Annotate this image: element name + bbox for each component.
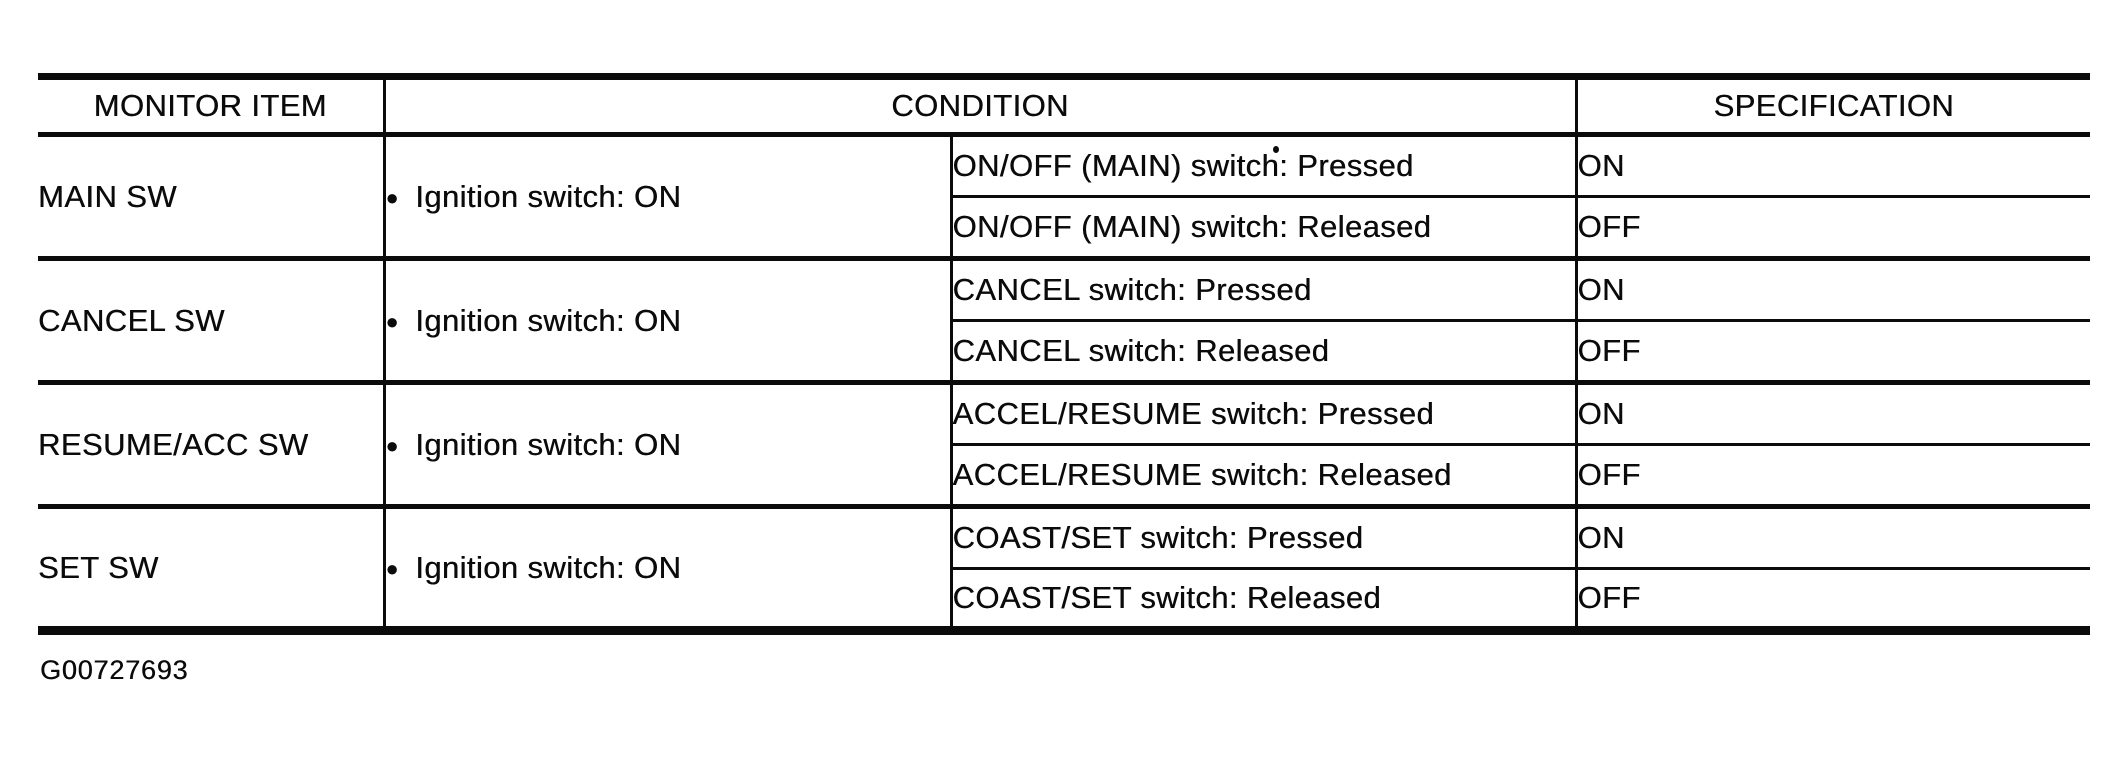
monitor-item-set-sw: SET SW (38, 504, 386, 631)
figure-id-label: G00727693 (40, 655, 189, 685)
table-header-row: MONITOR ITEM CONDITION SPECIFICATION (38, 76, 2091, 137)
condition-common-text: Ignition switch: ON (415, 426, 682, 462)
bullet-icon: ● (385, 308, 400, 334)
condition-common-main-sw: ● Ignition switch: ON (384, 132, 953, 259)
condition-accel-resume-released: ACCEL/RESUME switch: Released (951, 443, 1578, 507)
condition-common-text: Ignition switch: ON (415, 549, 682, 585)
header-specification: SPECIFICATION (1576, 76, 2091, 137)
table-row: MAIN SW ● Ignition switch: ON ON/OFF (MAI… (38, 132, 2091, 259)
condition-main-pressed: ON/OFF (MAIN) switch: Pressed (951, 132, 1578, 197)
spec-coast-set-pressed: ON (1576, 504, 2091, 569)
table-row: CANCEL switch: Released OFF (38, 319, 2091, 383)
table-row: COAST/SET switch: Released OFF (38, 567, 2091, 631)
monitor-specification-table: MONITOR ITEM CONDITION SPECIFICATION MAI… (38, 73, 2091, 635)
spec-main-pressed: ON (1576, 132, 2091, 197)
table-row: RESUME/ACC SW ● Ignition switch: ON ACCEL… (38, 380, 2091, 507)
scan-speck-artifact (1273, 146, 1279, 153)
bullet-icon: ● (385, 432, 400, 458)
bullet-icon: ● (385, 184, 400, 210)
monitor-item-cancel-sw: CANCEL SW (38, 256, 386, 383)
condition-common-text: Ignition switch: ON (415, 178, 682, 214)
spec-cancel-pressed: ON (1576, 256, 2091, 321)
condition-accel-resume-pressed: ACCEL/RESUME switch: Pressed (951, 380, 1578, 445)
condition-common-resume-acc-sw: ● Ignition switch: ON (384, 380, 953, 507)
spec-accel-resume-released: OFF (1576, 443, 2091, 507)
condition-common-cancel-sw: ● Ignition switch: ON (384, 256, 953, 383)
header-condition: CONDITION (384, 76, 1578, 137)
table-row: ACCEL/RESUME switch: Released OFF (38, 443, 2091, 507)
monitor-item-main-sw: MAIN SW (38, 132, 386, 259)
condition-common-text: Ignition switch: ON (415, 302, 682, 338)
table-row: SET SW ● Ignition switch: ON COAST/SET sw… (38, 504, 2091, 631)
bullet-icon: ● (385, 555, 400, 581)
spec-main-released: OFF (1576, 195, 2091, 259)
spec-coast-set-released: OFF (1576, 567, 2091, 631)
monitor-item-resume-acc-sw: RESUME/ACC SW (38, 380, 386, 507)
condition-cancel-released: CANCEL switch: Released (951, 319, 1578, 383)
condition-main-released: ON/OFF (MAIN) switch: Released (951, 195, 1578, 259)
spec-accel-resume-pressed: ON (1576, 380, 2091, 445)
spec-cancel-released: OFF (1576, 319, 2091, 383)
header-monitor-item: MONITOR ITEM (38, 76, 386, 137)
condition-coast-set-pressed: COAST/SET switch: Pressed (951, 504, 1578, 569)
condition-common-set-sw: ● Ignition switch: ON (384, 504, 953, 631)
condition-cancel-pressed: CANCEL switch: Pressed (951, 256, 1578, 321)
table-row: ON/OFF (MAIN) switch: Released OFF (38, 195, 2091, 259)
condition-coast-set-released: COAST/SET switch: Released (951, 567, 1578, 631)
table-row: CANCEL SW ● Ignition switch: ON CANCEL sw… (38, 256, 2091, 383)
